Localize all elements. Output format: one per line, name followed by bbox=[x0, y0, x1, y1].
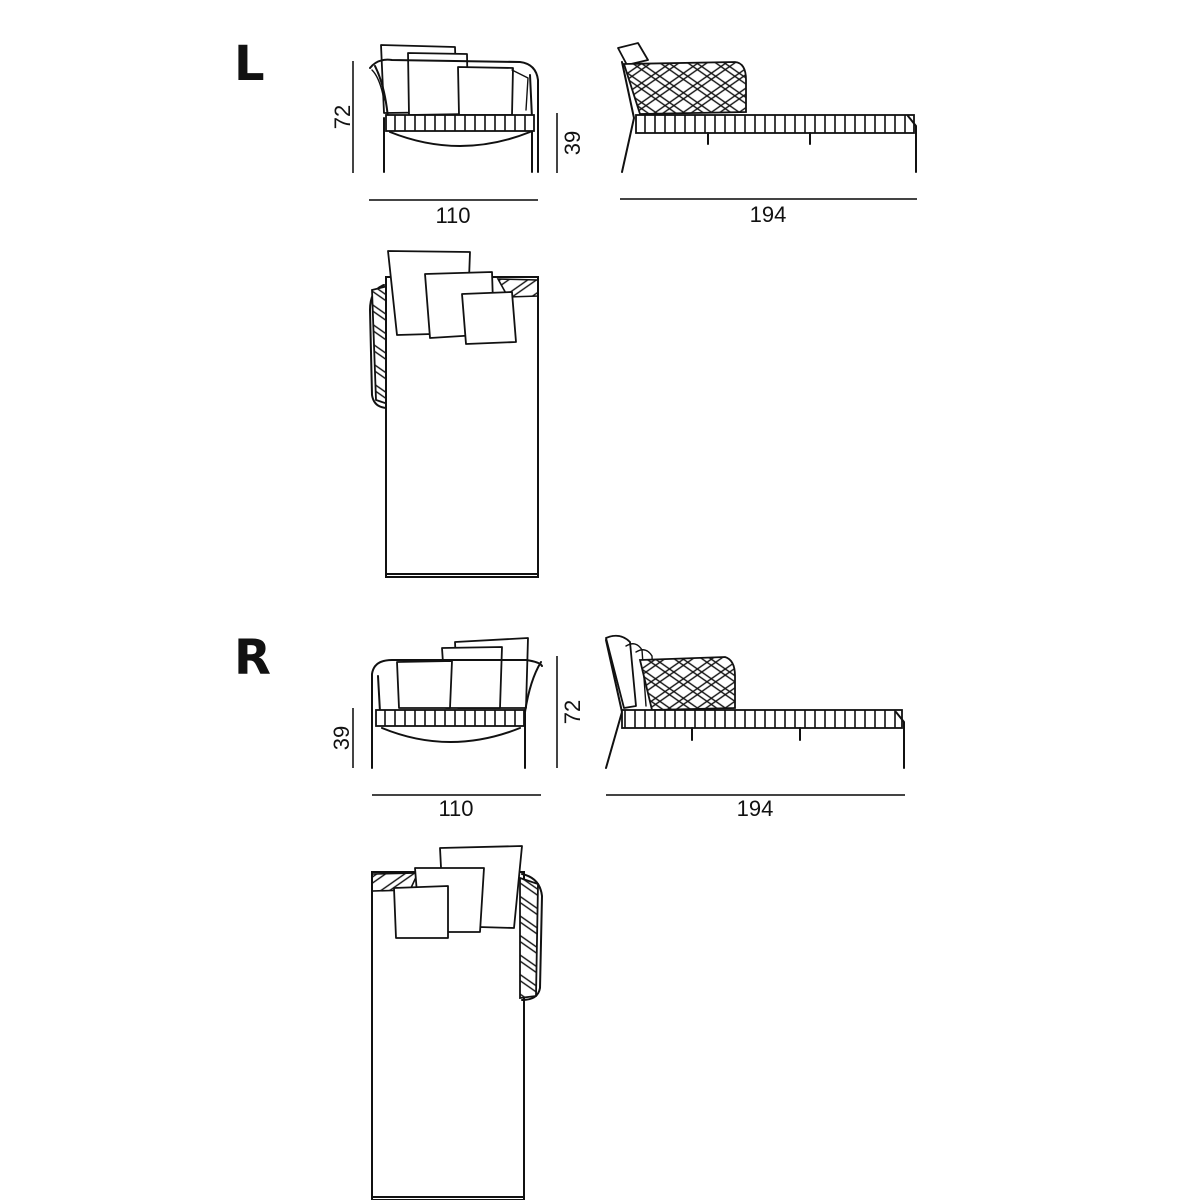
pillow-shape bbox=[396, 660, 453, 709]
dim-length-text: 194 bbox=[750, 202, 787, 227]
dim-seat-text: 39 bbox=[329, 726, 354, 750]
dim-width-text: 110 bbox=[435, 203, 470, 228]
pillow-shape bbox=[605, 634, 637, 709]
dim-seat-text: 39 bbox=[560, 131, 585, 155]
dim-height-text: 72 bbox=[330, 105, 355, 129]
pillow-shape bbox=[457, 66, 514, 116]
dim-length-text: 194 bbox=[737, 796, 774, 821]
variant-l: L 72 39 110 bbox=[234, 36, 917, 578]
variant-r: R 39 72 110 bbox=[234, 630, 905, 1200]
pillow-shape bbox=[617, 42, 649, 66]
variant-r-top-view bbox=[371, 845, 543, 1200]
dim-height-text: 72 bbox=[560, 700, 585, 724]
pillow-shape bbox=[461, 291, 517, 345]
variant-l-label: L bbox=[234, 36, 265, 92]
variant-r-label: R bbox=[234, 630, 271, 686]
dim-width-text: 110 bbox=[438, 796, 473, 821]
variant-l-side-view bbox=[617, 42, 917, 173]
variant-l-front-view bbox=[369, 44, 539, 173]
variant-l-top-view bbox=[369, 250, 539, 578]
pillow-shape bbox=[393, 885, 449, 939]
variant-r-front-view bbox=[371, 637, 543, 769]
variant-r-side-view bbox=[605, 634, 905, 769]
